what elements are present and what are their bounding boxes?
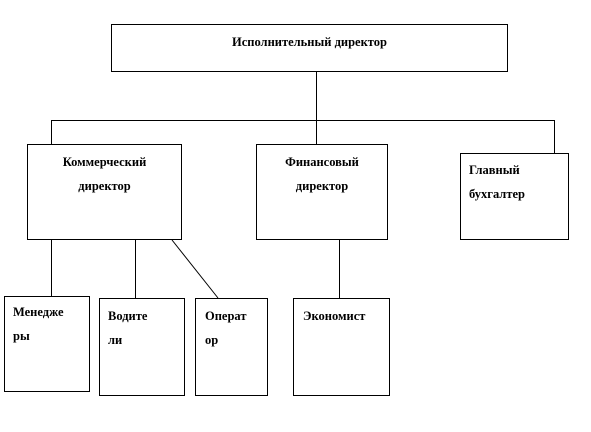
node-label-line2: директор [295, 179, 349, 193]
node-label-line1: Операт [205, 309, 247, 323]
node-label-line2: ры [13, 329, 30, 343]
node-commercial-director: Коммерческий директор [27, 144, 182, 240]
node-label-line2: ор [205, 333, 219, 347]
node-economist: Экономист [293, 298, 390, 396]
node-label-line2: ли [108, 333, 123, 347]
node-financial-director: Финансовый директор [256, 144, 388, 240]
node-executive-director: Исполнительный директор [111, 24, 508, 72]
node-label: Исполнительный директор [232, 35, 387, 49]
node-label-line2: директор [78, 179, 131, 193]
node-label-line2: бухгалтер [469, 187, 525, 201]
node-label: Экономист [303, 309, 366, 323]
node-managers: Менедже ры [4, 296, 90, 392]
node-chief-accountant: Главный бухгалтер [460, 153, 569, 240]
connector-to-operators [171, 239, 219, 299]
node-label-line1: Финансовый [285, 155, 359, 169]
node-label-line1: Менедже [13, 305, 64, 319]
node-drivers: Водите ли [99, 298, 185, 396]
node-label-line1: Водите [108, 309, 148, 323]
node-label-line1: Коммерческий [62, 155, 147, 169]
node-operators: Операт ор [195, 298, 268, 396]
node-label-line1: Главный [469, 163, 520, 177]
